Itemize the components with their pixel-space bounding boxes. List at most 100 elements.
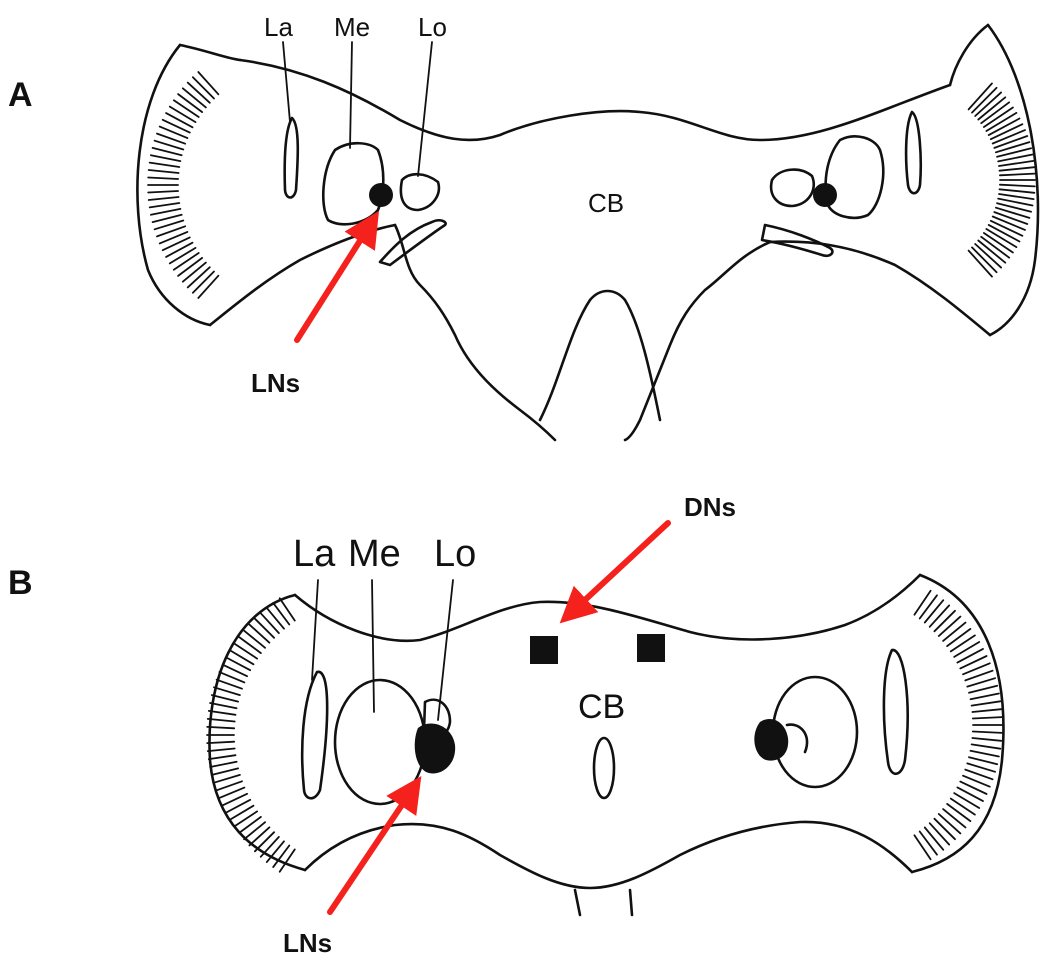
retina-hatch-line (183, 88, 206, 107)
retina-hatch-line (972, 744, 1001, 748)
retina-hatch-line (930, 823, 950, 844)
retina-hatch-line (971, 751, 999, 757)
retina-hatch-line (178, 94, 202, 112)
retina-hatch-line (174, 100, 199, 117)
retina-hatch-line (235, 811, 258, 826)
retina-hatch-line (150, 163, 180, 167)
retina-hatch-line (188, 267, 210, 287)
panel-b-left-retina (207, 595, 305, 872)
retina-hatch-line (967, 763, 995, 771)
retina-hatch-line (954, 642, 979, 657)
retina-hatch-line (249, 827, 269, 845)
retina-hatch-line (914, 591, 930, 615)
panel-a-right-lamina (906, 112, 921, 193)
retina-hatch-line (183, 263, 206, 282)
retina-hatch-line (925, 828, 944, 850)
retina-hatch-line (280, 849, 295, 871)
panel-a-left-lamina (285, 118, 298, 198)
retina-hatch-line (163, 120, 190, 133)
retina-hatch-line (930, 605, 950, 626)
retina-hatch-line (947, 804, 970, 821)
retina-hatch-line (193, 272, 214, 293)
panel-b-left-ln-cluster (415, 723, 455, 773)
panel-a-left-medulla (323, 143, 383, 224)
panel-b-dns-label: DNs (684, 492, 736, 522)
panel-b-label-cb: CB (578, 688, 625, 726)
panel-b-lo-leader (438, 580, 453, 720)
retina-hatch-line (214, 775, 240, 783)
retina-hatch-line (914, 835, 930, 859)
retina-hatch-line (1000, 185, 1035, 187)
retina-hatch-line (943, 809, 965, 827)
panel-a-lower-lobes (395, 225, 770, 440)
retina-hatch-line (148, 191, 178, 193)
retina-hatch-line (151, 209, 181, 215)
panel-b-letter: B (8, 564, 33, 602)
panel-b-label-la: La (293, 533, 336, 575)
panel-b-right-retina (912, 575, 1003, 872)
retina-hatch-line (280, 598, 295, 620)
retina-hatch-line (954, 793, 979, 808)
panel-a-right-medulla (826, 136, 884, 217)
retina-hatch-line (967, 678, 995, 686)
panel-a-lo-leader (418, 42, 432, 176)
panel-a-label-la: La (264, 12, 293, 42)
retina-hatch-line (208, 719, 235, 722)
panel-b-right-lamina (884, 650, 908, 774)
retina-hatch-line (198, 72, 218, 94)
retina-hatch-line (149, 170, 179, 173)
retina-hatch-line (951, 635, 975, 651)
panel-a: A La Me (8, 12, 1038, 440)
retina-hatch-line (957, 787, 983, 801)
retina-hatch-line (994, 212, 1027, 224)
retina-hatch-line (934, 611, 955, 632)
retina-hatch-line (174, 253, 199, 270)
retina-hatch-line (148, 178, 178, 180)
retina-hatch-line (198, 276, 218, 298)
panel-a-label-lo: Lo (418, 12, 447, 42)
retina-hatch-line (170, 248, 196, 264)
retina-hatch-line (267, 608, 284, 629)
panel-a-letter: A (8, 76, 33, 114)
panel-b-left-lamina (302, 672, 327, 798)
retina-hatch-line (999, 161, 1034, 166)
panel-b-la-leader (312, 580, 318, 680)
retina-hatch-line (943, 623, 965, 641)
panel-b-central-oval (594, 738, 614, 798)
panel-a-right-lobula (771, 170, 814, 206)
retina-hatch-line (973, 717, 1002, 718)
retina-hatch-line (1000, 174, 1035, 176)
retina-hatch-line (166, 243, 192, 257)
panel-a-lns-label: LNs (251, 368, 300, 398)
retina-hatch-line (255, 832, 274, 851)
retina-hatch-line (166, 113, 192, 127)
retina-hatch-line (273, 603, 289, 625)
retina-hatch-line (969, 757, 997, 764)
retina-hatch-line (1000, 189, 1035, 193)
panel-a-right-ln-cluster (813, 183, 837, 207)
retina-hatch-line (969, 686, 997, 693)
panel-b-me-leader (372, 580, 374, 712)
retina-hatch-line (153, 215, 182, 222)
retina-hatch-line (939, 617, 961, 636)
retina-hatch-line (210, 703, 237, 708)
panel-b-dn-right (637, 634, 665, 662)
retina-hatch-line (212, 695, 238, 702)
retina-hatch-line (934, 819, 955, 840)
retina-hatch-line (178, 258, 202, 276)
retina-hatch-line (972, 738, 1001, 741)
retina-hatch-line (249, 625, 269, 643)
panel-b-stub-left (575, 890, 580, 915)
retina-hatch-line (207, 727, 234, 728)
retina-hatch-line (999, 194, 1034, 199)
panel-a-label-cb: CB (588, 188, 624, 218)
retina-hatch-line (235, 644, 258, 659)
panel-a-me-leader (350, 42, 352, 148)
panel-b-right-lobula (787, 725, 807, 752)
panel-b: B La (8, 492, 1003, 958)
retina-hatch-line (214, 687, 240, 695)
panel-b-dn-left (530, 636, 558, 664)
retina-hatch-line (212, 768, 238, 775)
panel-a-right-retina (950, 25, 1038, 335)
